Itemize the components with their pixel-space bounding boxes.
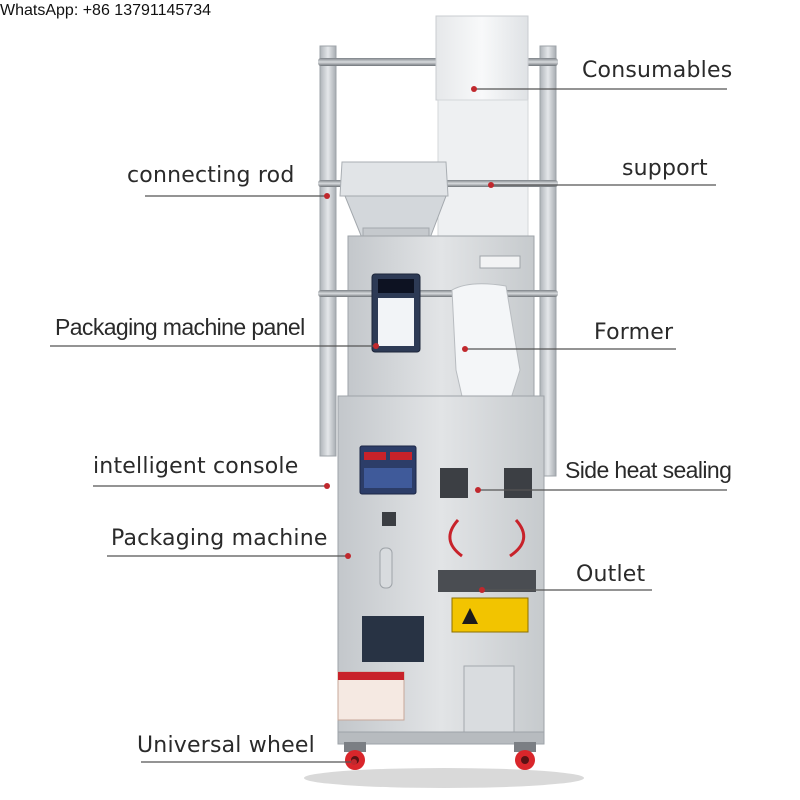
contact-text: WhatsApp: +86 13791145734: [0, 2, 211, 19]
console-display-red-1: [364, 452, 386, 460]
upper-panel-keypad: [378, 298, 414, 346]
wheel-left: [344, 742, 366, 770]
promo-stripe: [338, 672, 404, 680]
heat-seal-cable-left: [448, 518, 463, 558]
marker-dot-packaging-machine: [345, 553, 351, 559]
console-port: [382, 512, 396, 526]
warning-triangle: [462, 608, 478, 624]
callout-label-panel: Packaging machine panel: [55, 314, 305, 340]
console-keys: [364, 468, 412, 488]
lower-rod: [318, 290, 558, 297]
callout-label-former: Former: [594, 320, 674, 345]
nameplate: [362, 616, 424, 662]
base-frame: [337, 731, 545, 745]
callout-label-connecting-rod: connecting rod: [127, 163, 295, 188]
marker-dot-consumables: [471, 86, 477, 92]
callout-label-side-heat-sealing: Side heat sealing: [565, 457, 732, 483]
heat-seal-cable-right: [509, 518, 526, 558]
callout-label-outlet: Outlet: [576, 562, 646, 587]
marker-dot-universal-wheel: [351, 759, 357, 765]
outlet-plate: [438, 570, 536, 592]
lower-door: [463, 665, 515, 737]
marker-dot-console: [324, 483, 330, 489]
callout-label-universal-wheel: Universal wheel: [137, 733, 315, 758]
marker-dot-panel: [373, 343, 379, 349]
warning-sticker: [451, 597, 529, 633]
heat-seal-left-bracket: [440, 468, 468, 498]
callout-label-consumables: Consumables: [582, 58, 733, 83]
console-display-red-2: [390, 452, 412, 460]
film-roll: [435, 15, 529, 101]
brand-badge: [479, 255, 521, 269]
film-web: [437, 99, 529, 251]
heat-seal-right-bracket: [504, 468, 532, 498]
marker-dot-former: [462, 346, 468, 352]
callout-label-console: intelligent console: [93, 454, 299, 479]
wheel-right: [514, 742, 536, 770]
floor-shadow: [304, 768, 584, 788]
callout-label-support: support: [622, 156, 708, 181]
upper-panel-screen: [378, 279, 414, 293]
tap-fitting: [379, 547, 393, 589]
marker-dot-side-heat-sealing: [475, 487, 481, 493]
marker-dot-outlet: [479, 587, 485, 593]
marker-dot-connecting-rod: [324, 193, 330, 199]
hopper-top: [339, 161, 449, 197]
frame-post-left: [319, 45, 337, 457]
callout-label-packaging-machine: Packaging machine: [111, 526, 328, 551]
frame-post-right: [539, 45, 557, 477]
callout-lines: [50, 86, 727, 765]
marker-dot-support: [488, 182, 494, 188]
